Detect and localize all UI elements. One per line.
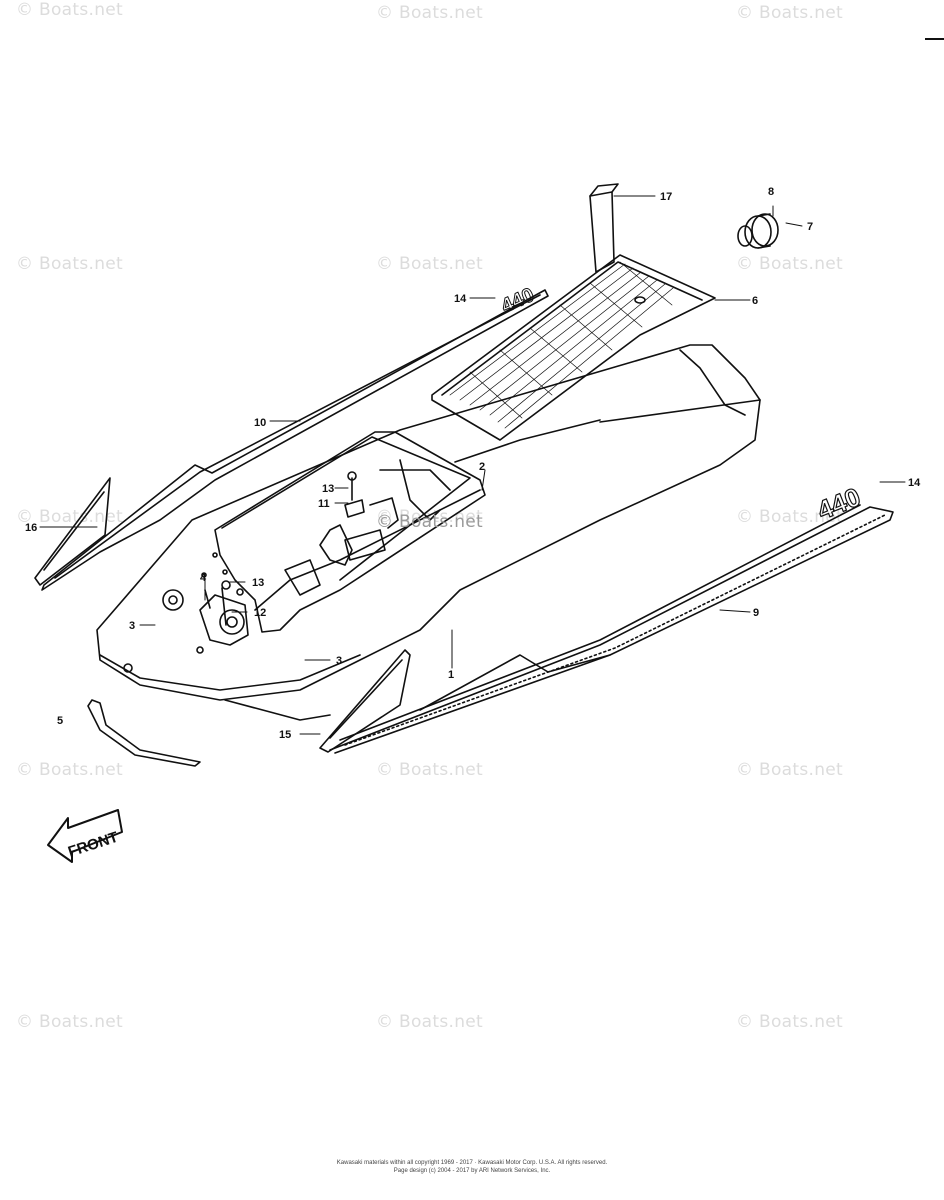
callout-12: 12 <box>254 607 266 619</box>
corner-guard-left <box>34 477 111 586</box>
watermark: © Boats.net <box>16 507 124 527</box>
grab-post <box>589 183 619 273</box>
leader-lines <box>39 195 906 735</box>
callout-6: 6 <box>752 295 758 307</box>
callout-2: 2 <box>479 461 485 473</box>
callout-3: 3 <box>129 620 135 632</box>
callout-13b: 13 <box>252 577 264 589</box>
deck-mat <box>431 254 716 441</box>
callout-14b: 14 <box>908 477 921 489</box>
watermark: © Boats.net <box>376 507 484 527</box>
watermark: © Boats.net <box>736 760 844 780</box>
callout-1: 1 <box>448 669 454 681</box>
callout-9: 9 <box>753 607 759 619</box>
rubber-strip <box>87 699 201 767</box>
clip-hardware <box>344 471 365 518</box>
callouts: 17 8 7 6 14 10 2 13 11 16 4 13 12 3 3 1 … <box>25 186 921 741</box>
callout-14: 14 <box>454 293 467 305</box>
callout-8: 8 <box>768 186 774 198</box>
callout-5: 5 <box>57 715 63 727</box>
corner-mark <box>925 38 944 40</box>
cap-and-ring <box>737 213 779 249</box>
callout-10: 10 <box>254 417 266 429</box>
callout-15: 15 <box>279 729 291 741</box>
watermark: © Boats.net <box>16 760 124 780</box>
watermark: © Boats.net <box>376 1012 484 1032</box>
watermark-center: © Boats.net <box>376 512 484 532</box>
watermark: © Boats.net <box>736 507 844 527</box>
decal-left-text: 440 <box>498 284 537 318</box>
watermark: © Boats.net <box>16 0 124 20</box>
callout-17: 17 <box>660 191 672 203</box>
watermark: © Boats.net <box>376 760 484 780</box>
steering-bracket <box>199 580 249 646</box>
watermark: © Boats.net <box>736 1012 844 1032</box>
callout-16: 16 <box>25 522 37 534</box>
footer-copyright: Kawasaki materials within all copyright … <box>336 1160 608 1166</box>
callout-3b: 3 <box>336 655 342 667</box>
corner-guard-right <box>319 649 411 753</box>
callout-13: 13 <box>322 483 334 495</box>
watermark: © Boats.net <box>16 1012 124 1032</box>
decal-right-text: 440 <box>813 481 864 525</box>
watermark: © Boats.net <box>736 254 844 274</box>
trim-strip-right <box>329 504 894 754</box>
callout-7: 7 <box>807 221 813 233</box>
trim-strip-left <box>41 289 549 591</box>
watermark: © Boats.net <box>16 254 124 274</box>
footer-page-design: Page design (c) 2004 - 2017 by ARI Netwo… <box>393 1168 551 1174</box>
watermark: © Boats.net <box>376 3 484 23</box>
hull-body <box>96 344 761 721</box>
watermark: © Boats.net <box>376 254 484 274</box>
watermark: © Boats.net <box>736 3 844 23</box>
front-arrow <box>47 809 123 863</box>
front-label: FRONT <box>66 829 120 861</box>
callout-4: 4 <box>200 572 207 584</box>
callout-11: 11 <box>318 498 330 510</box>
